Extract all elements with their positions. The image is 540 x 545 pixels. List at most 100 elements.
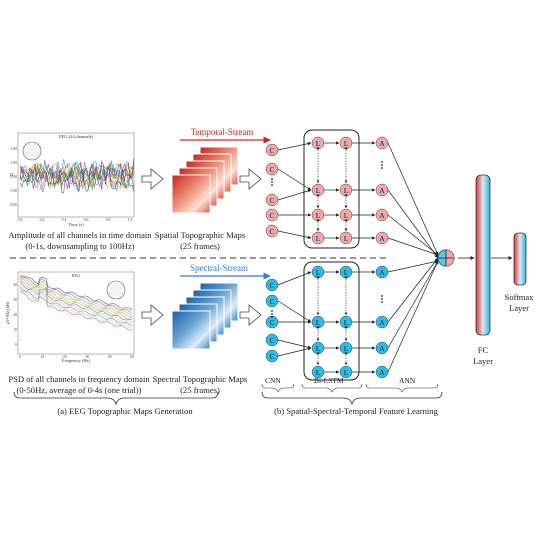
ann-node-top-letter: A [379, 234, 385, 243]
hollow-arrow-top-2 [239, 168, 262, 190]
softmax-label-line1: Softmax [504, 292, 534, 302]
cnn-dots-top [271, 178, 273, 180]
ann-node-bottom-letter: A [379, 268, 385, 277]
fc-label-line2: Layer [473, 355, 493, 366]
hollow-arrow-bottom-1 [141, 304, 164, 326]
ann-dots-top [381, 161, 383, 163]
fc-layer-label: FC Layer [462, 345, 504, 366]
cnn-node-top-letter: C [269, 211, 274, 220]
cnn-to-lstm-arrow [277, 141, 312, 151]
psd-plot-ylabel: μV²/Hz (dB) [5, 301, 10, 324]
lstm-node-bottom: L [339, 265, 353, 279]
lstm-node-top-letter: L [316, 139, 321, 148]
lstm-node-top-letter: L [316, 211, 321, 220]
lstm-node-top: L [311, 208, 325, 222]
cnn-node-top-letter: C [269, 196, 274, 205]
cnn-to-lstm-arrow [277, 168, 312, 191]
lstm-node-bottom-letter: L [344, 368, 349, 377]
ann-dots-bottom [381, 301, 383, 303]
cnn-node-top-letter: C [269, 146, 274, 155]
spatial-maps-caption: Spatial Topographic Maps (25 frames) [150, 230, 250, 251]
bilstm-box-bottom [303, 261, 360, 381]
lstm-node-top-letter: L [344, 211, 349, 220]
lstm-node-top-letter: L [344, 234, 349, 243]
cnn-node-bottom-letter: C [269, 336, 274, 345]
ann-node-top-letter: A [379, 186, 385, 195]
psd-caption-line1: PSD of all channels in frequency domain [8, 374, 150, 384]
cnn-node-top: C [265, 224, 279, 238]
ann-to-concat-arrow [387, 257, 439, 323]
cnn-to-lstm-arrow [277, 230, 312, 240]
ann-node-bottom: A [375, 315, 389, 329]
cnn-to-lstm-arrow [277, 347, 312, 357]
ann-to-concat-arrow [387, 260, 439, 349]
softmax-layer-label: Softmax Layer [498, 292, 540, 313]
eeg-trace [19, 162, 135, 188]
ann-node-top: A [375, 208, 389, 222]
lstm-node-top-letter: L [344, 139, 349, 148]
ann-node-top-letter: A [379, 211, 385, 220]
cnn-node-bottom-letter: C [269, 318, 274, 327]
time-xtick: 0.2 [40, 218, 45, 222]
psd-ytick: 10 [13, 328, 17, 332]
ann-node-top: A [375, 136, 389, 150]
cnn-to-lstm-arrow [277, 189, 312, 201]
spectral-maps-caption: Spectral Topographic Maps (25 frames) [150, 374, 250, 395]
lstm-node-bottom: L [311, 341, 325, 355]
lstm-node-bottom: L [339, 365, 353, 379]
lstm-node-bottom: L [339, 341, 353, 355]
psd-curve [19, 289, 133, 329]
softmax-label-line2: Layer [509, 302, 529, 313]
lstm-node-top: L [311, 183, 325, 197]
cnn-node-top-letter: C [269, 165, 274, 174]
ann-node-bottom-letter: A [379, 368, 385, 377]
lstm-node-bottom-letter: L [344, 268, 349, 277]
hollow-arrow-bottom-2 [239, 304, 262, 326]
time-plot-ylabel: fT [10, 172, 14, 177]
ann-dots-bottom [381, 298, 383, 300]
cnn-node-bottom-letter: C [269, 281, 274, 290]
softmax-layer-bar [513, 232, 527, 286]
time-xtick: 0.8 [106, 218, 111, 222]
lstm-node-bottom-letter: L [344, 344, 349, 353]
psd-caption-line2: (0-50Hz, average of 0-4s (one trial)) [16, 384, 142, 395]
cnn-node-top: C [265, 208, 279, 222]
lstm-node-top: L [339, 231, 353, 245]
ann-dots-bottom [381, 295, 383, 297]
ann-node-bottom: A [375, 341, 389, 355]
caption-a: (a) EEG Topographic Maps Generation [57, 406, 193, 416]
ann-node-bottom-letter: A [379, 344, 385, 353]
spatial-maps-line2: (25 frames) [180, 240, 220, 251]
psd-plot-xlabel: Frequency (Hz) [62, 358, 91, 363]
time-plot-title: EEG (24 channels) [59, 134, 94, 139]
lstm-node-top: L [311, 136, 325, 150]
ann-to-concat-arrow [387, 237, 439, 256]
lstm-node-bottom-letter: L [316, 368, 321, 377]
time-plot-xlabel: Time (s) [68, 222, 84, 227]
time-ytick: 1.00 [10, 161, 17, 165]
ann-to-concat-arrow [387, 189, 439, 259]
psd-curve [19, 277, 133, 318]
time-xtick: 0.6 [84, 218, 89, 222]
ann-node-top: A [375, 183, 389, 197]
caption-b: (b) Spatial-Spectral-Temporal Feature Le… [274, 406, 438, 416]
psd-curve [19, 276, 133, 316]
time-caption-line1: Amplitude of all channels in time domain [8, 230, 152, 240]
cnn-to-lstm-arrow [277, 271, 312, 286]
psd-xtick: 40 [108, 355, 112, 359]
time-ytick: -1.00 [9, 189, 17, 193]
cnn-node-top: C [265, 193, 279, 207]
bilstm-box-top [303, 129, 360, 249]
ann-to-concat-arrow [387, 259, 439, 273]
lstm-node-bottom: L [311, 315, 325, 329]
bilstm-label: Bi-LSTM [314, 376, 344, 385]
cnn-label: CNN [265, 376, 281, 385]
cnn-node-top: C [265, 162, 279, 176]
cnn-dots-bottom [271, 310, 273, 312]
eeg-trace [19, 158, 135, 193]
lstm-node-top-letter: L [344, 186, 349, 195]
time-caption: Amplitude of all channels in time domain… [8, 230, 152, 251]
